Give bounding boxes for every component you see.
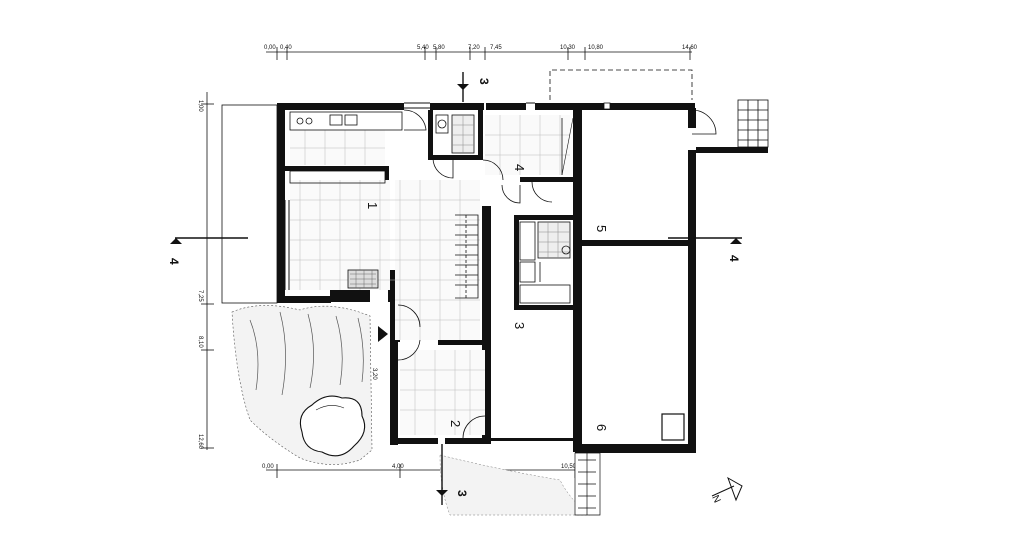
section-cut-top: 3 [457, 72, 491, 102]
terrace-outline [221, 104, 278, 304]
north-label: N [709, 494, 722, 505]
stone-wall [574, 452, 601, 516]
kitchen-counter [289, 111, 403, 184]
top-dim-2: 5,40 [417, 45, 429, 51]
bottom-dim-1: 4,00 [392, 464, 404, 470]
staircase [455, 214, 479, 299]
top-dim-6: 10,30 [560, 45, 576, 51]
bottom-dim-2: 10,50 [561, 464, 577, 470]
section-label-bottom: 3 [455, 490, 469, 497]
room-number-1: 1 [365, 202, 380, 209]
top-dim-3: 5,80 [433, 45, 445, 51]
top-dim-5: 7,45 [490, 45, 502, 51]
room-number-3: 3 [512, 322, 527, 329]
entry-arrow-icon [378, 326, 388, 342]
room-number-2: 2 [448, 420, 463, 427]
room-number-6: 6 [594, 424, 609, 431]
left-dim-3: 3,20 [371, 368, 377, 380]
bottom-dim-0: 0,00 [262, 464, 274, 470]
section-label-top: 3 [477, 78, 491, 85]
door-swings [397, 109, 717, 439]
bathroom-fixtures [519, 221, 571, 304]
top-dim-0: 0,00 [264, 45, 276, 51]
top-dim-7: 10,80 [588, 45, 604, 51]
room-number-4: 4 [512, 164, 527, 171]
room-6-fixture [661, 413, 685, 441]
garden-landscape [231, 305, 591, 516]
left-dim-2: 8,10 [197, 336, 203, 348]
carport-roof-outline [549, 69, 693, 100]
left-dim-4: 12,60 [197, 434, 203, 450]
top-dim-4: 7,20 [468, 45, 480, 51]
window-lines [284, 102, 535, 290]
top-dim-1: 0,40 [280, 45, 292, 51]
top-dimension-chain: 0,00 0,40 5,40 5,80 7,20 7,45 10,30 10,8… [264, 45, 698, 60]
left-dim-0: 1,00 [197, 100, 203, 112]
section-label-left: 4 [167, 258, 181, 265]
section-cut-left: 4 [167, 237, 248, 265]
left-dim-1: 7,25 [197, 290, 203, 302]
top-dim-8: 14,60 [682, 45, 698, 51]
exterior-steps [737, 99, 769, 148]
section-cut-right: 4 [668, 237, 742, 262]
section-cut-bottom: 3 [436, 444, 469, 505]
wc-fixtures [435, 114, 475, 154]
tree-canopy [299, 395, 366, 457]
left-dimension-chain: 1,00 7,25 8,10 3,20 12,60 [197, 92, 377, 450]
section-label-right: 4 [727, 255, 741, 262]
room-number-5: 5 [594, 225, 609, 232]
north-arrow-icon: N [709, 476, 743, 505]
